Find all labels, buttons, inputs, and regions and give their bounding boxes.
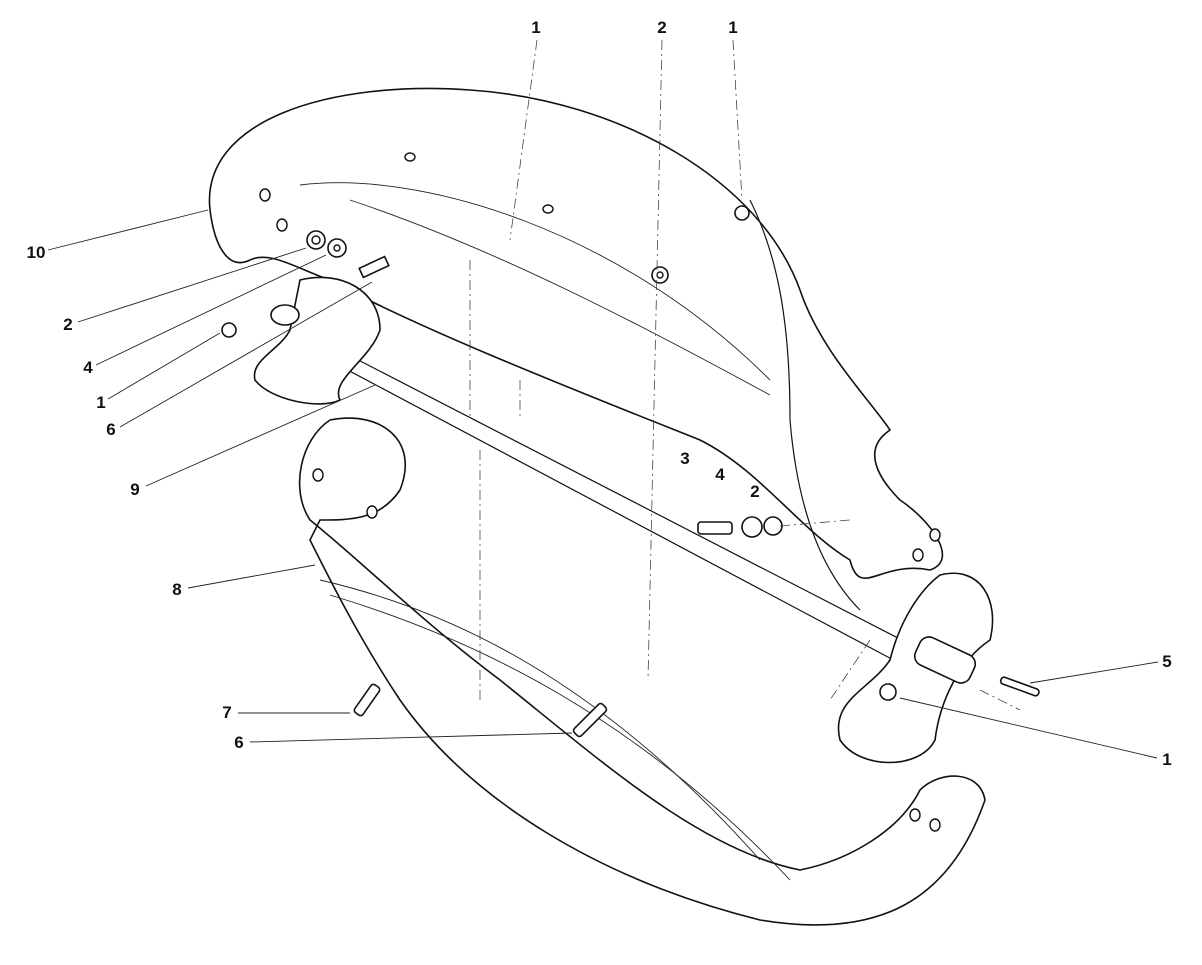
callout-label: 4	[83, 358, 93, 377]
bolt-6-lower	[572, 702, 608, 738]
callout-label: 4	[715, 465, 725, 484]
callout-label: 1	[728, 18, 738, 37]
left-bracket	[253, 276, 381, 405]
callout-label: 3	[680, 449, 690, 468]
nut-1-top	[734, 205, 750, 221]
callout-label: 1	[96, 393, 106, 412]
spacer-2-right	[763, 516, 783, 536]
callout-label: 7	[222, 703, 232, 722]
callout-label: 9	[130, 480, 140, 499]
callout-label: 1	[531, 18, 541, 37]
bolt-7	[353, 683, 381, 717]
callout-label: 6	[106, 420, 116, 439]
callout-label: 1	[1162, 750, 1172, 769]
bolt-3	[697, 521, 733, 535]
nut-1-left	[221, 322, 237, 338]
callout-label: 10	[26, 243, 46, 262]
right-bracket	[837, 572, 994, 764]
callout-label: 2	[63, 315, 73, 334]
lower-housing	[298, 417, 986, 926]
mounting-holes	[259, 152, 941, 832]
callout-label: 2	[657, 18, 667, 37]
callout-label: 5	[1162, 652, 1172, 671]
callout-label: 8	[172, 580, 182, 599]
nut-1-right	[879, 683, 897, 701]
washer-4-right	[741, 516, 763, 538]
callout-label: 2	[750, 482, 760, 501]
callout-label: 6	[234, 733, 244, 752]
pin-5	[999, 676, 1040, 697]
bolt-6-left	[358, 255, 390, 279]
